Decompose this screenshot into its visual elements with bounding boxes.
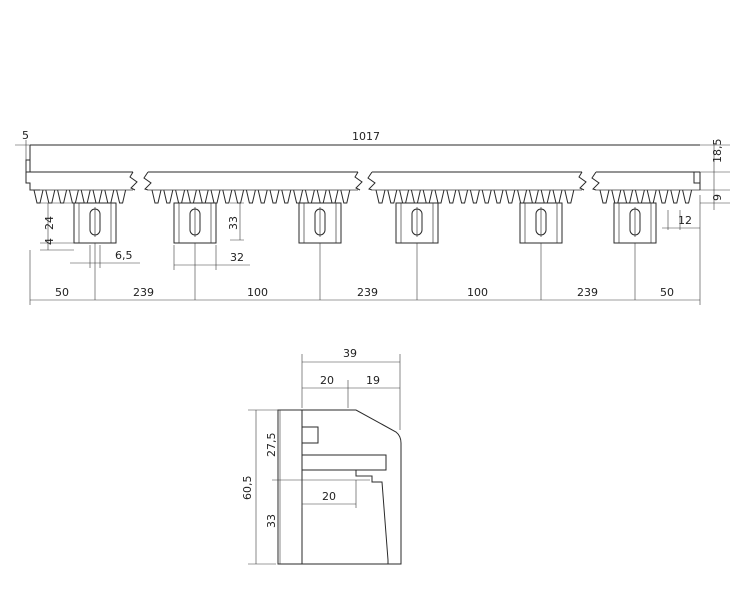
rack-section-view xyxy=(248,354,402,565)
height-dims xyxy=(700,144,730,210)
rack-lines xyxy=(30,144,701,191)
height-label: 18,5 xyxy=(711,139,724,164)
bracket-height-a-label: 24 xyxy=(43,216,56,230)
section-total-height-label: 60,5 xyxy=(241,476,254,501)
bracket-inner-lines xyxy=(618,203,652,243)
section-slot-upper xyxy=(301,426,319,444)
tooth-row xyxy=(599,189,693,204)
mounting-brackets xyxy=(73,202,657,300)
bracket-height-b-label: 4 xyxy=(43,238,56,245)
slot-height-label: 33 xyxy=(227,216,240,230)
end-offset-label: 5 xyxy=(22,129,29,142)
bracket-height-dim xyxy=(40,202,74,251)
tooth-height-label: 9 xyxy=(711,194,724,201)
slot-height-dim xyxy=(230,202,244,241)
break-mark xyxy=(143,171,152,191)
spacing-6-label: 239 xyxy=(577,286,598,299)
section-lower-flange xyxy=(355,470,389,561)
tooth-pitch-label: 12 xyxy=(678,214,692,227)
section-lower-width-label: 20 xyxy=(322,490,336,503)
section-left-width-label: 20 xyxy=(320,374,334,387)
tooth-row xyxy=(151,189,351,204)
break-mark xyxy=(578,171,587,191)
rack-right-end xyxy=(693,172,701,190)
bracket-inner-lines xyxy=(78,203,112,243)
spacing-4-label: 239 xyxy=(357,286,378,299)
bracket-width-label: 32 xyxy=(230,251,244,264)
tooth-row xyxy=(375,189,575,204)
section-web xyxy=(302,454,387,471)
section-dimensions xyxy=(248,354,401,565)
pitch-dim xyxy=(662,210,700,230)
rack-teeth xyxy=(30,189,700,204)
bracket-inner-lines xyxy=(303,203,337,243)
overall-length-label: 1017 xyxy=(352,130,380,143)
break-mark xyxy=(354,171,363,191)
end-offset-dim xyxy=(15,140,30,172)
section-lower-height-label: 33 xyxy=(265,514,278,528)
bracket-inner-lines xyxy=(400,203,434,243)
bracket-inner-lines xyxy=(178,203,212,243)
rack-body xyxy=(25,145,133,191)
slot-width-dim xyxy=(70,245,140,268)
rack-top-view xyxy=(15,140,730,305)
section-total-width-label: 39 xyxy=(343,347,357,360)
bracket-inner-lines xyxy=(524,203,558,243)
spacing-1-label: 50 xyxy=(55,286,69,299)
spacing-3-label: 100 xyxy=(247,286,268,299)
spacing-dim-line xyxy=(29,195,701,305)
top-dimensions xyxy=(15,140,730,305)
section-right-width-label: 19 xyxy=(366,374,380,387)
section-upper-height-label: 27,5 xyxy=(265,433,278,458)
break-mark xyxy=(367,171,376,191)
spacing-2-label: 239 xyxy=(133,286,154,299)
break-mark xyxy=(129,171,138,191)
spacing-5-label: 100 xyxy=(467,286,488,299)
section-outline xyxy=(277,409,402,565)
slot-width-label: 6,5 xyxy=(115,249,133,262)
spacing-7-label: 50 xyxy=(660,286,674,299)
bracket-width-dim xyxy=(173,245,250,270)
break-mark xyxy=(591,171,600,191)
tooth-row xyxy=(33,189,127,204)
